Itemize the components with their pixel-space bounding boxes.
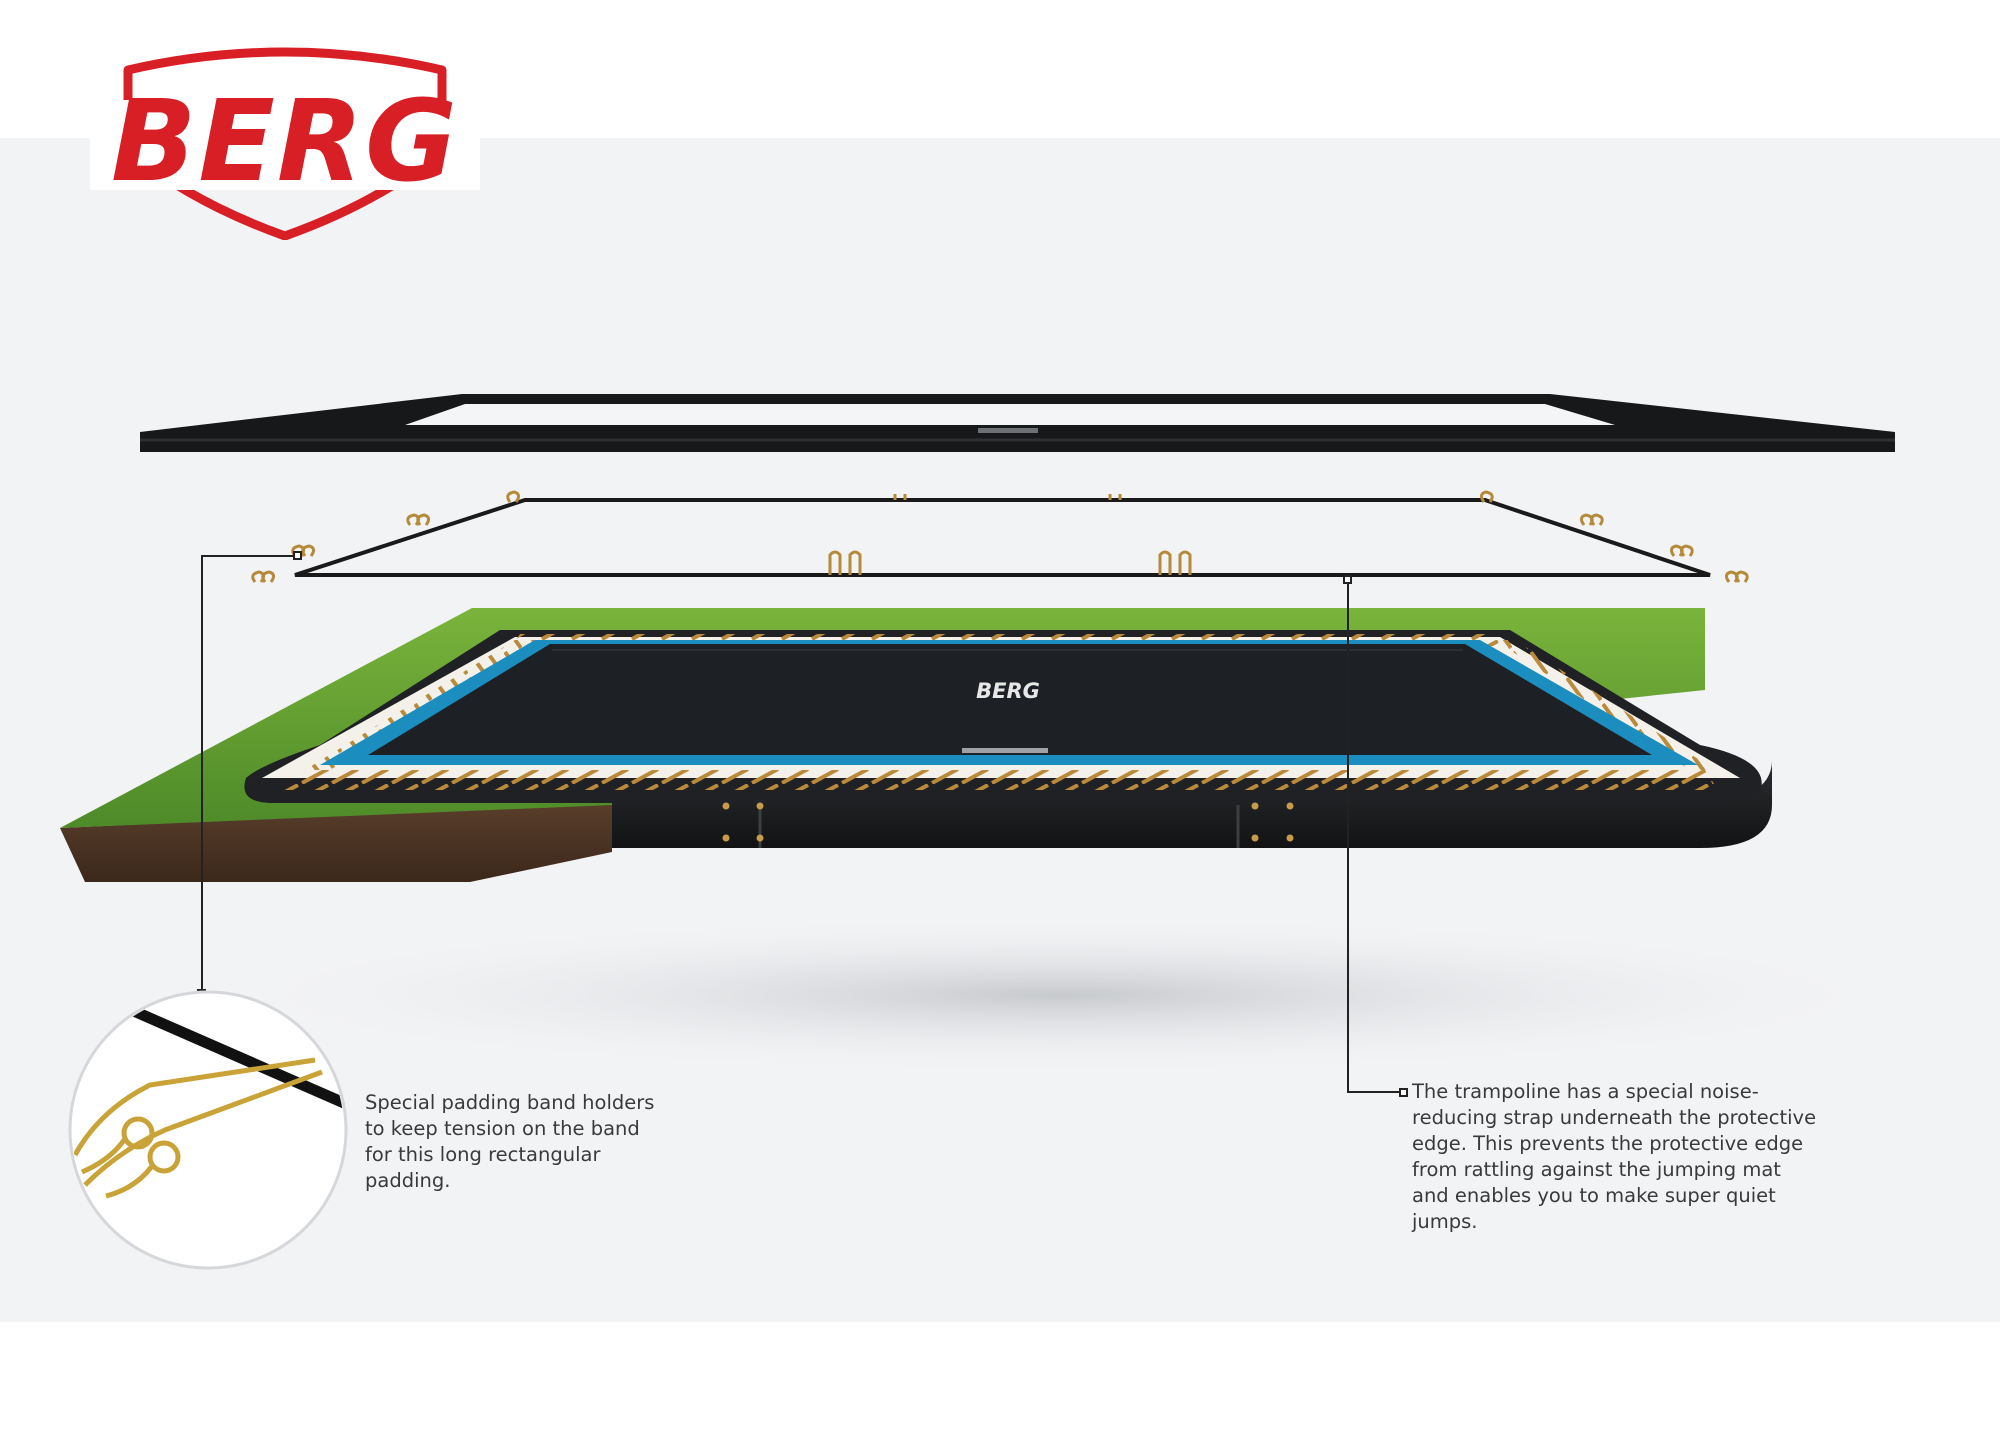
callout-leaders — [201, 555, 1402, 1093]
detail-padding-band — [117, 999, 344, 1116]
spring-detail-icon — [72, 1057, 323, 1199]
spring-row-front — [285, 770, 1718, 790]
leader-left — [201, 555, 298, 992]
protective-edge-padding — [140, 394, 1895, 452]
mat-label — [962, 748, 1048, 753]
trampoline-frame: BERG — [244, 630, 1772, 848]
detail-circle-band-holder — [68, 990, 348, 1270]
berg-logo: BERG — [90, 47, 480, 240]
soil-block — [60, 803, 612, 882]
padding-label — [978, 428, 1038, 433]
leader-right — [1347, 578, 1402, 1093]
mat-logo: BERG — [976, 679, 1040, 703]
padding-band-holder-springs — [251, 490, 1749, 583]
noise-reducing-strap — [294, 498, 1711, 577]
logo-wordmark: BERG — [111, 77, 459, 207]
spring-row-left — [305, 640, 535, 770]
ground-shadow — [200, 915, 1920, 1075]
frame-side-edge — [612, 760, 1772, 848]
annotation-band-holders: Special padding band holders to keep ten… — [365, 1091, 655, 1192]
logo-text-backdrop — [90, 100, 480, 190]
annotation-noise-reducing-strap: The trampoline has a special noise-reduc… — [1412, 1080, 1817, 1233]
jumping-mat — [368, 644, 1652, 755]
spring-row-right — [1495, 640, 1715, 770]
frame-bolts — [722, 802, 1294, 842]
